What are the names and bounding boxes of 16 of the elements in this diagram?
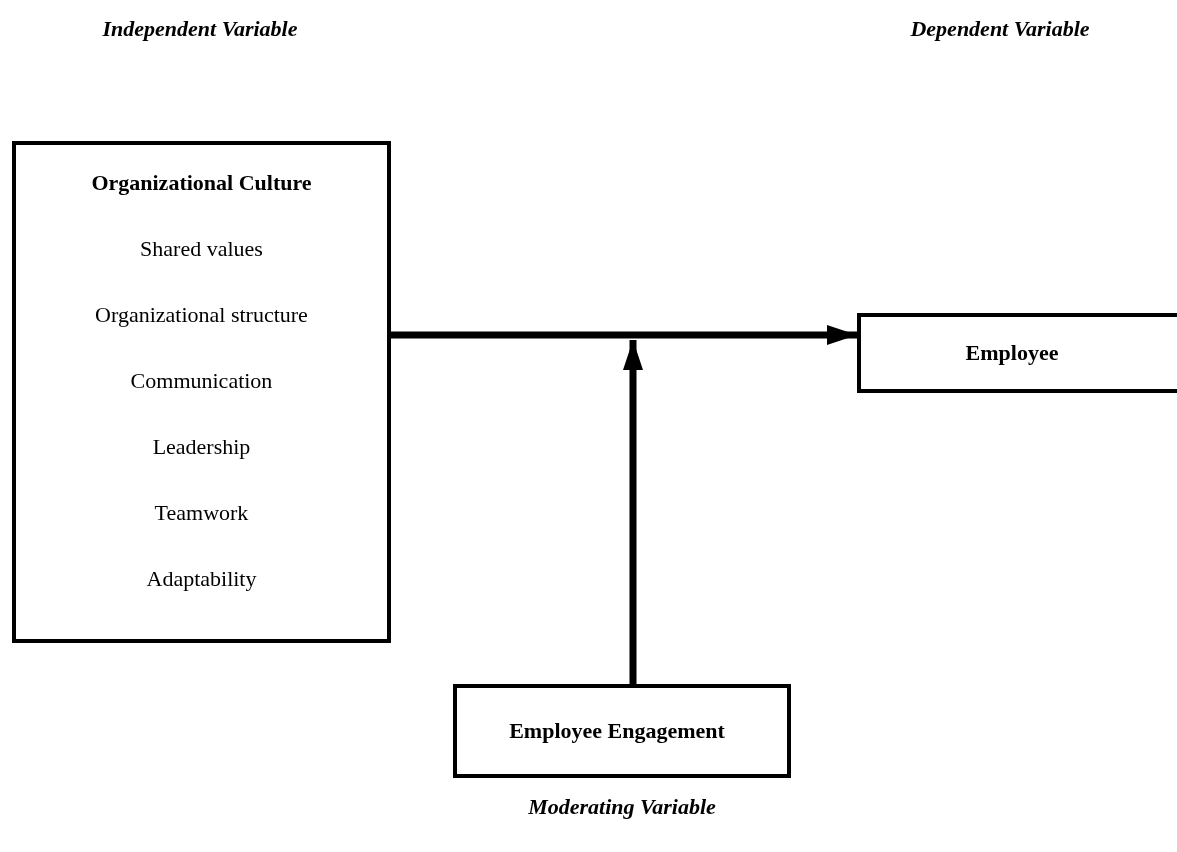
factor-text: Adaptability [146, 565, 257, 593]
factor-text: Organizational structure [95, 301, 308, 329]
variable-caption: Moderating Variable [527, 793, 717, 821]
variable-box [453, 684, 791, 778]
variable-caption: Independent Variable [101, 15, 299, 43]
box-heading: Employee [965, 339, 1059, 367]
factor-text: Teamwork [154, 499, 249, 527]
box-heading: Employee Engagement [509, 717, 725, 745]
factor-text: Leadership [152, 433, 251, 461]
factor-text: Communication [130, 367, 273, 395]
factor-text: Shared values [140, 235, 263, 263]
variable-caption: Dependent Variable [909, 15, 1091, 43]
arrow [391, 325, 857, 345]
variable-box [857, 313, 1177, 393]
box-heading: Organizational Culture [91, 169, 312, 197]
variable-box [12, 141, 391, 643]
